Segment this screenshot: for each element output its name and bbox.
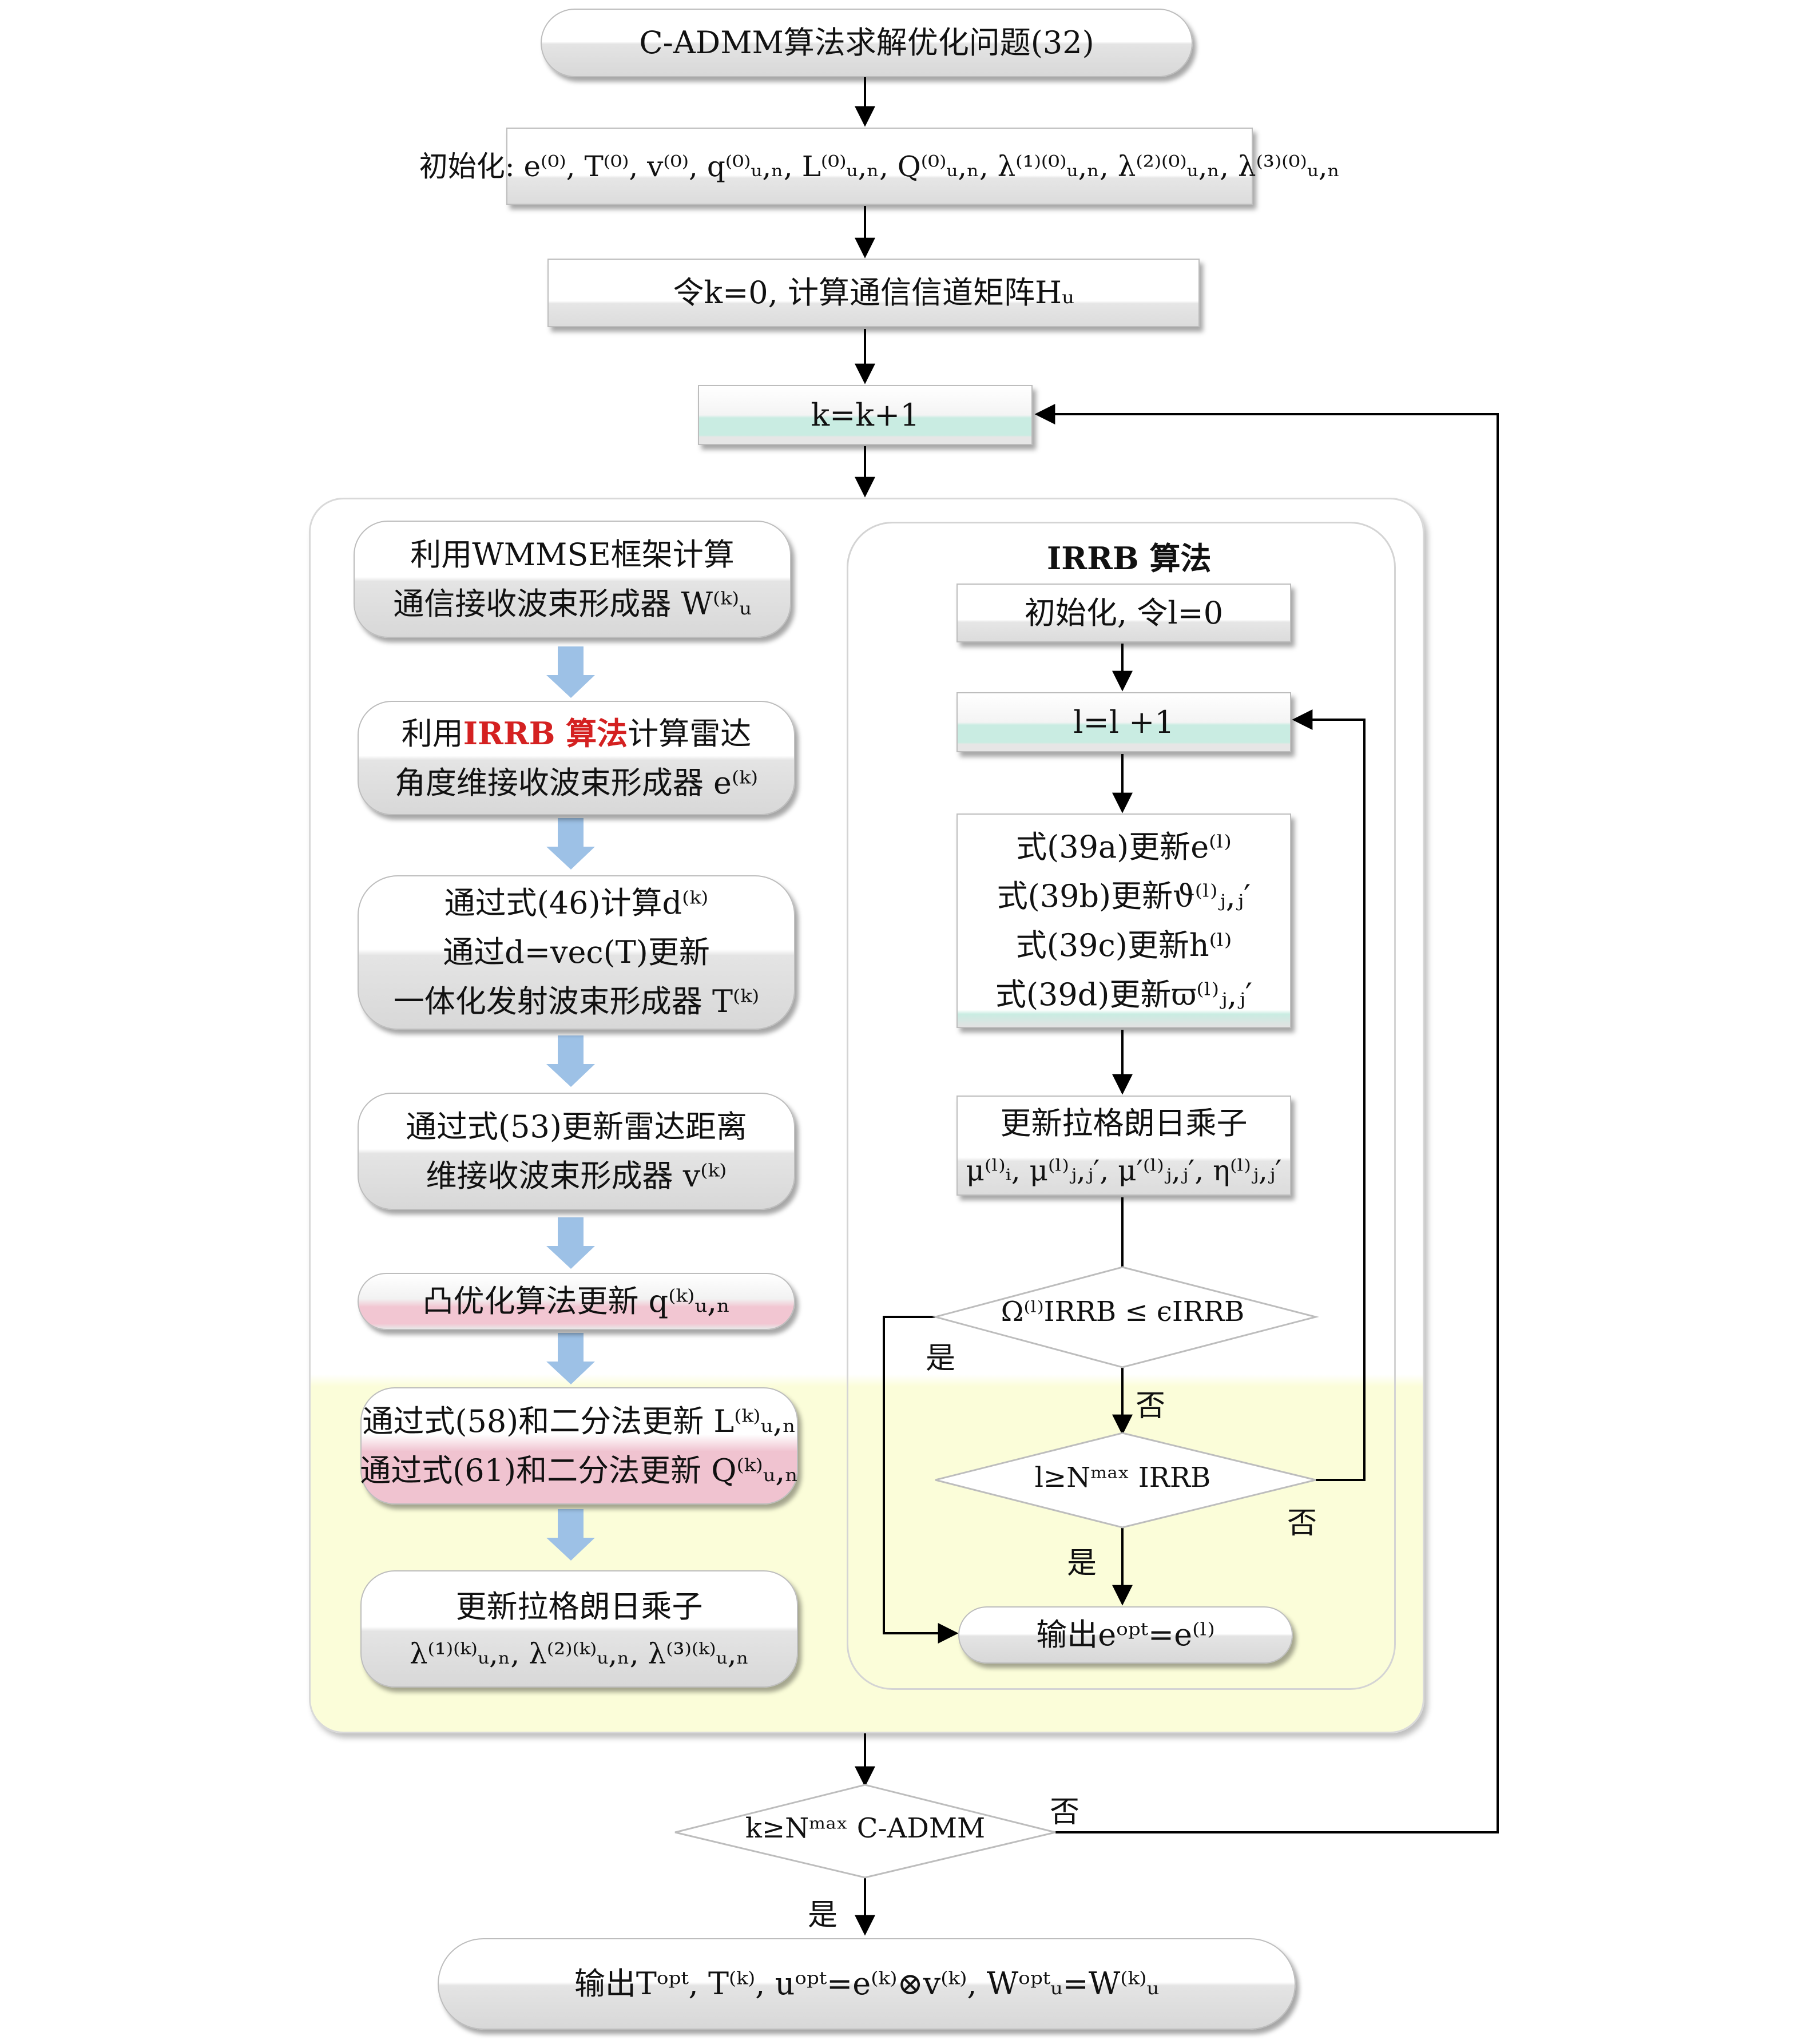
decision-irrb-converge-text: Ω⁽ˡ⁾IRRB ≤ ϵIRRB [1001,1296,1245,1328]
set-k-node: 令k=0, 计算通信信道矩阵Hᵤ [547,259,1200,327]
title-node-text: C-ADMM算法求解优化问题(32) [639,25,1094,61]
irrb-update-equations: 式(39a)更新e⁽ˡ⁾ 式(39b)更新ϑ⁽ˡ⁾ⱼ,ⱼ′ 式(39c)更新h⁽… [956,813,1291,1028]
step-convex-q: 凸优化算法更新 q⁽ᵏ⁾ᵤ,ₙ [358,1273,795,1330]
arrow-dec2-no-loop [1292,709,1366,1481]
irrb-l-increment: l=l +1 [956,692,1291,752]
step-lagrange-outer: 更新拉格朗日乘子 λ⁽¹⁾⁽ᵏ⁾ᵤ,ₙ, λ⁽²⁾⁽ᵏ⁾ᵤ,ₙ, λ⁽³⁾⁽ᵏ⁾… [360,1570,798,1688]
irrb-eq-39a: 式(39a)更新e⁽ˡ⁾ [1016,828,1232,865]
init-node-text: 初始化: e⁽⁰⁾, T⁽⁰⁾, v⁽⁰⁾, q⁽⁰⁾ᵤ,ₙ, L⁽⁰⁾ᵤ,ₙ,… [419,149,1340,183]
step-irrb-radar-line2: 角度维接收波束形成器 e⁽ᵏ⁾ [394,764,759,801]
step-lagrange-outer-line1: 更新拉格朗日乘子 [455,1588,703,1625]
step-bisection-line1: 通过式(58)和二分法更新 L⁽ᵏ⁾ᵤ,ₙ [362,1403,796,1439]
label-outer-yes: 是 [808,1898,838,1932]
label-outer-no: 否 [1050,1795,1080,1829]
step-irrb-radar-prefix: 利用 [401,715,463,752]
decision-cadmm-maxiter [674,1784,1056,1879]
decision-cadmm-text: k≥Nᵐᵃˣ C-ADMM [745,1812,986,1844]
step-transmit-line2: 通过d=vec(T)更新 [443,934,710,970]
step-wmmse-line1: 利用WMMSE框架计算 [410,536,735,573]
label-dec2-no: 否 [1287,1506,1317,1541]
decision-irrb-maxiter [935,1432,1316,1529]
decision-irrb-converge [932,1266,1319,1368]
step-irrb-radar-suffix: 计算雷达 [628,715,752,752]
irrb-lagrange-line2: μ⁽ˡ⁾ᵢ, μ⁽ˡ⁾ⱼ,ⱼ′, μ′⁽ˡ⁾ⱼ,ⱼ′, η⁽ˡ⁾ⱼ,ⱼ′ [966,1153,1282,1187]
step-range-line1: 通过式(53)更新雷达距离 [406,1108,747,1145]
arrow-dec1-yes [883,1316,959,1644]
step-range-beamformer: 通过式(53)更新雷达距离 维接收波束形成器 v⁽ᵏ⁾ [358,1093,795,1210]
title-node: C-ADMM算法求解优化问题(32) [541,9,1193,77]
blue-arrows [546,646,595,1561]
irrb-eq-39c: 式(39c)更新h⁽ˡ⁾ [1015,927,1232,963]
step-bisection-line2: 通过式(61)和二分法更新 Q⁽ᵏ⁾ᵤ,ₙ [360,1452,799,1489]
irrb-lagrange-node: 更新拉格朗日乘子 μ⁽ˡ⁾ᵢ, μ⁽ˡ⁾ⱼ,ⱼ′, μ′⁽ˡ⁾ⱼ,ⱼ′, η⁽ˡ… [956,1096,1291,1196]
step-convex-q-text: 凸优化算法更新 q⁽ᵏ⁾ᵤ,ₙ [422,1283,731,1319]
final-output-text: 输出Tᵒᵖᵗ, T⁽ᵏ⁾, uᵒᵖᵗ=e⁽ᵏ⁾⊗v⁽ᵏ⁾, Wᵒᵖᵗᵤ=W⁽ᵏ⁾… [574,1966,1160,2002]
irrb-panel-title: IRRB 算法 [1047,540,1212,577]
init-node: 初始化: e⁽⁰⁾, T⁽⁰⁾, v⁽⁰⁾, q⁽⁰⁾ᵤ,ₙ, L⁽⁰⁾ᵤ,ₙ,… [419,128,1340,205]
step-range-line2: 维接收波束形成器 v⁽ᵏ⁾ [426,1157,727,1194]
step-wmmse: 利用WMMSE框架计算 通信接收波束形成器 W⁽ᵏ⁾ᵤ [354,521,791,638]
irrb-eq-39d: 式(39d)更新ϖ⁽ˡ⁾ⱼ,ⱼ′ [995,976,1253,1013]
irrb-init-text: 初始化, 令l=0 [1024,594,1224,631]
irrb-lagrange-line1: 更新拉格朗日乘子 [1000,1105,1248,1141]
label-dec2-yes: 是 [1067,1546,1097,1581]
irrb-output-node: 输出eᵒᵖᵗ=e⁽ˡ⁾ [958,1606,1293,1664]
irrb-init-node: 初始化, 令l=0 [956,584,1291,642]
k-increment-text: k=k+1 [811,396,920,433]
irrb-panel [847,522,1396,1690]
step-irrb-radar-line1: 利用IRRB 算法计算雷达 [402,709,751,759]
label-dec1-no: 否 [1136,1389,1166,1423]
arrow-outer-no-loop [1034,404,1499,1833]
step-transmit-line3: 一体化发射波束形成器 T⁽ᵏ⁾ [393,983,760,1019]
step-transmit-line1: 通过式(46)计算d⁽ᵏ⁾ [444,885,709,921]
decision-irrb-maxiter-text: l≥Nᵐᵃˣ IRRB [1034,1462,1211,1494]
irrb-eq-39b: 式(39b)更新ϑ⁽ˡ⁾ⱼ,ⱼ′ [997,878,1251,914]
step-wmmse-line2: 通信接收波束形成器 W⁽ᵏ⁾ᵤ [393,585,752,622]
step-lagrange-outer-line2: λ⁽¹⁾⁽ᵏ⁾ᵤ,ₙ, λ⁽²⁾⁽ᵏ⁾ᵤ,ₙ, λ⁽³⁾⁽ᵏ⁾ᵤ,ₙ [409,1637,749,1670]
step-bisection: 通过式(58)和二分法更新 L⁽ᵏ⁾ᵤ,ₙ 通过式(61)和二分法更新 Q⁽ᵏ⁾… [360,1387,799,1505]
irrb-l-increment-text: l=l +1 [1073,704,1174,740]
step-irrb-radar-red: IRRB 算法 [463,715,628,752]
k-increment-node: k=k+1 [698,385,1033,445]
irrb-output-text: 输出eᵒᵖᵗ=e⁽ˡ⁾ [1036,1617,1215,1653]
set-k-node-text: 令k=0, 计算通信信道矩阵Hᵤ [673,275,1074,311]
step-irrb-radar: 利用IRRB 算法计算雷达 角度维接收波束形成器 e⁽ᵏ⁾ [358,701,795,815]
step-transmit-beamformer: 通过式(46)计算d⁽ᵏ⁾ 通过d=vec(T)更新 一体化发射波束形成器 T⁽… [358,875,795,1030]
final-output-node: 输出Tᵒᵖᵗ, T⁽ᵏ⁾, uᵒᵖᵗ=e⁽ᵏ⁾⊗v⁽ᵏ⁾, Wᵒᵖᵗᵤ=W⁽ᵏ⁾… [438,1938,1296,2030]
label-dec1-yes: 是 [926,1342,956,1376]
